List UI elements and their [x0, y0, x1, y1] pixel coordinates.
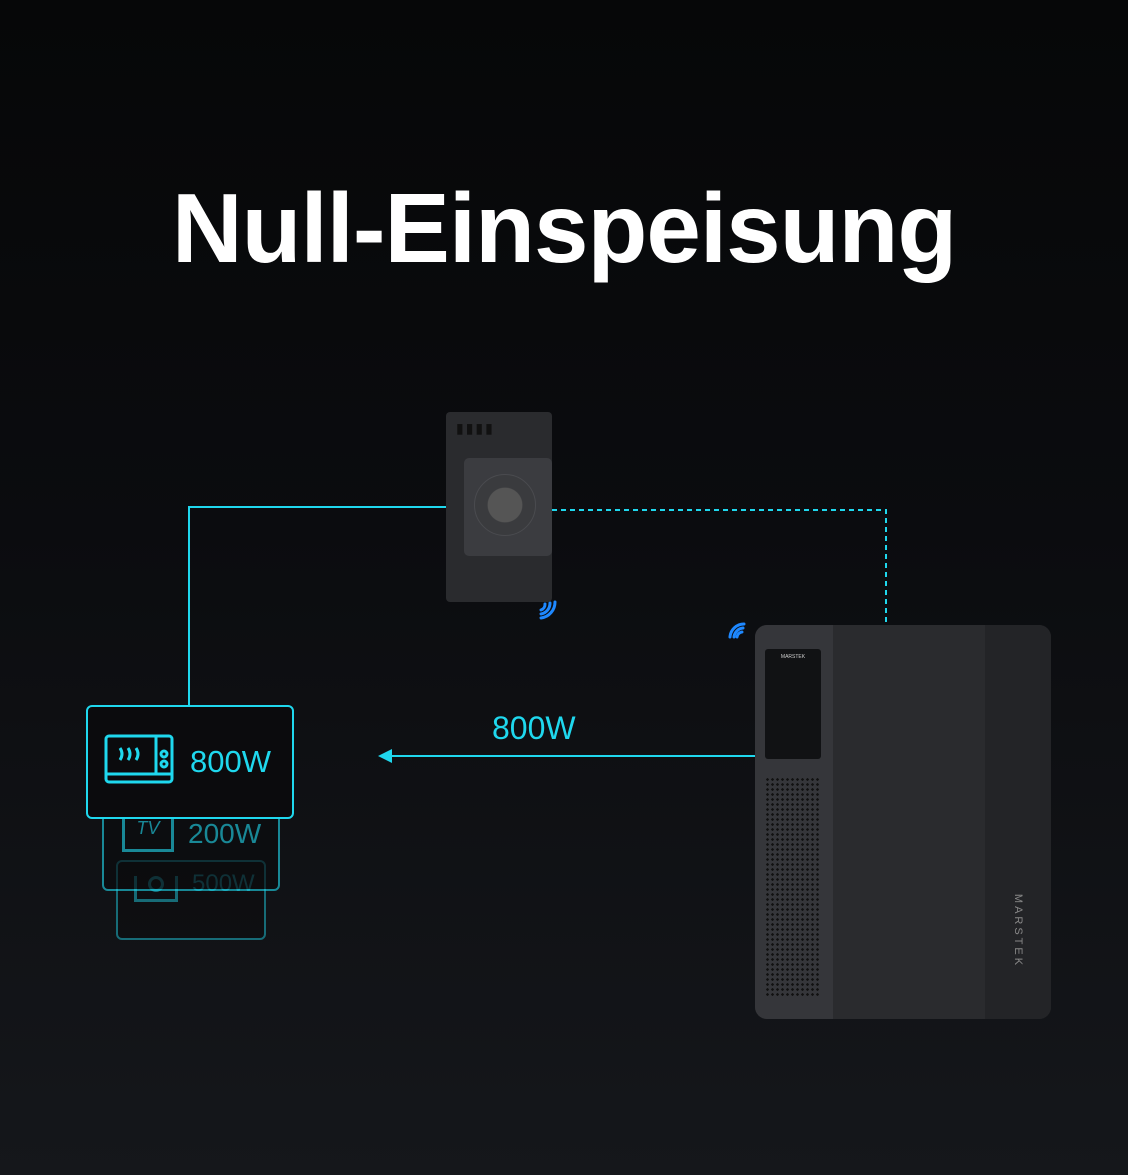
- tv-icon: TV: [122, 818, 174, 852]
- home-battery: MARSTEK MARSTEK: [755, 625, 1051, 1019]
- flow-power-label: 800W: [492, 710, 576, 746]
- battery-display[interactable]: MARSTEK: [765, 649, 821, 759]
- speaker-grille: [765, 777, 821, 997]
- meter-to-battery-wireless-line: [552, 509, 887, 630]
- appliance-card-tv: TV 200W: [102, 808, 280, 891]
- meter-logo-icon: [474, 474, 536, 536]
- microwave-icon: [104, 734, 174, 784]
- page-title: Null-Einspeisung: [171, 173, 957, 283]
- battery-brand-label: MARSTEK: [1011, 893, 1024, 969]
- appliance-card-microwave: 800W: [86, 705, 294, 819]
- wifi-icon: [539, 600, 746, 639]
- meter-to-load-line: [188, 506, 448, 705]
- smart-meter: ▮▮▮▮: [446, 412, 552, 602]
- arrow-head-icon: [378, 749, 392, 763]
